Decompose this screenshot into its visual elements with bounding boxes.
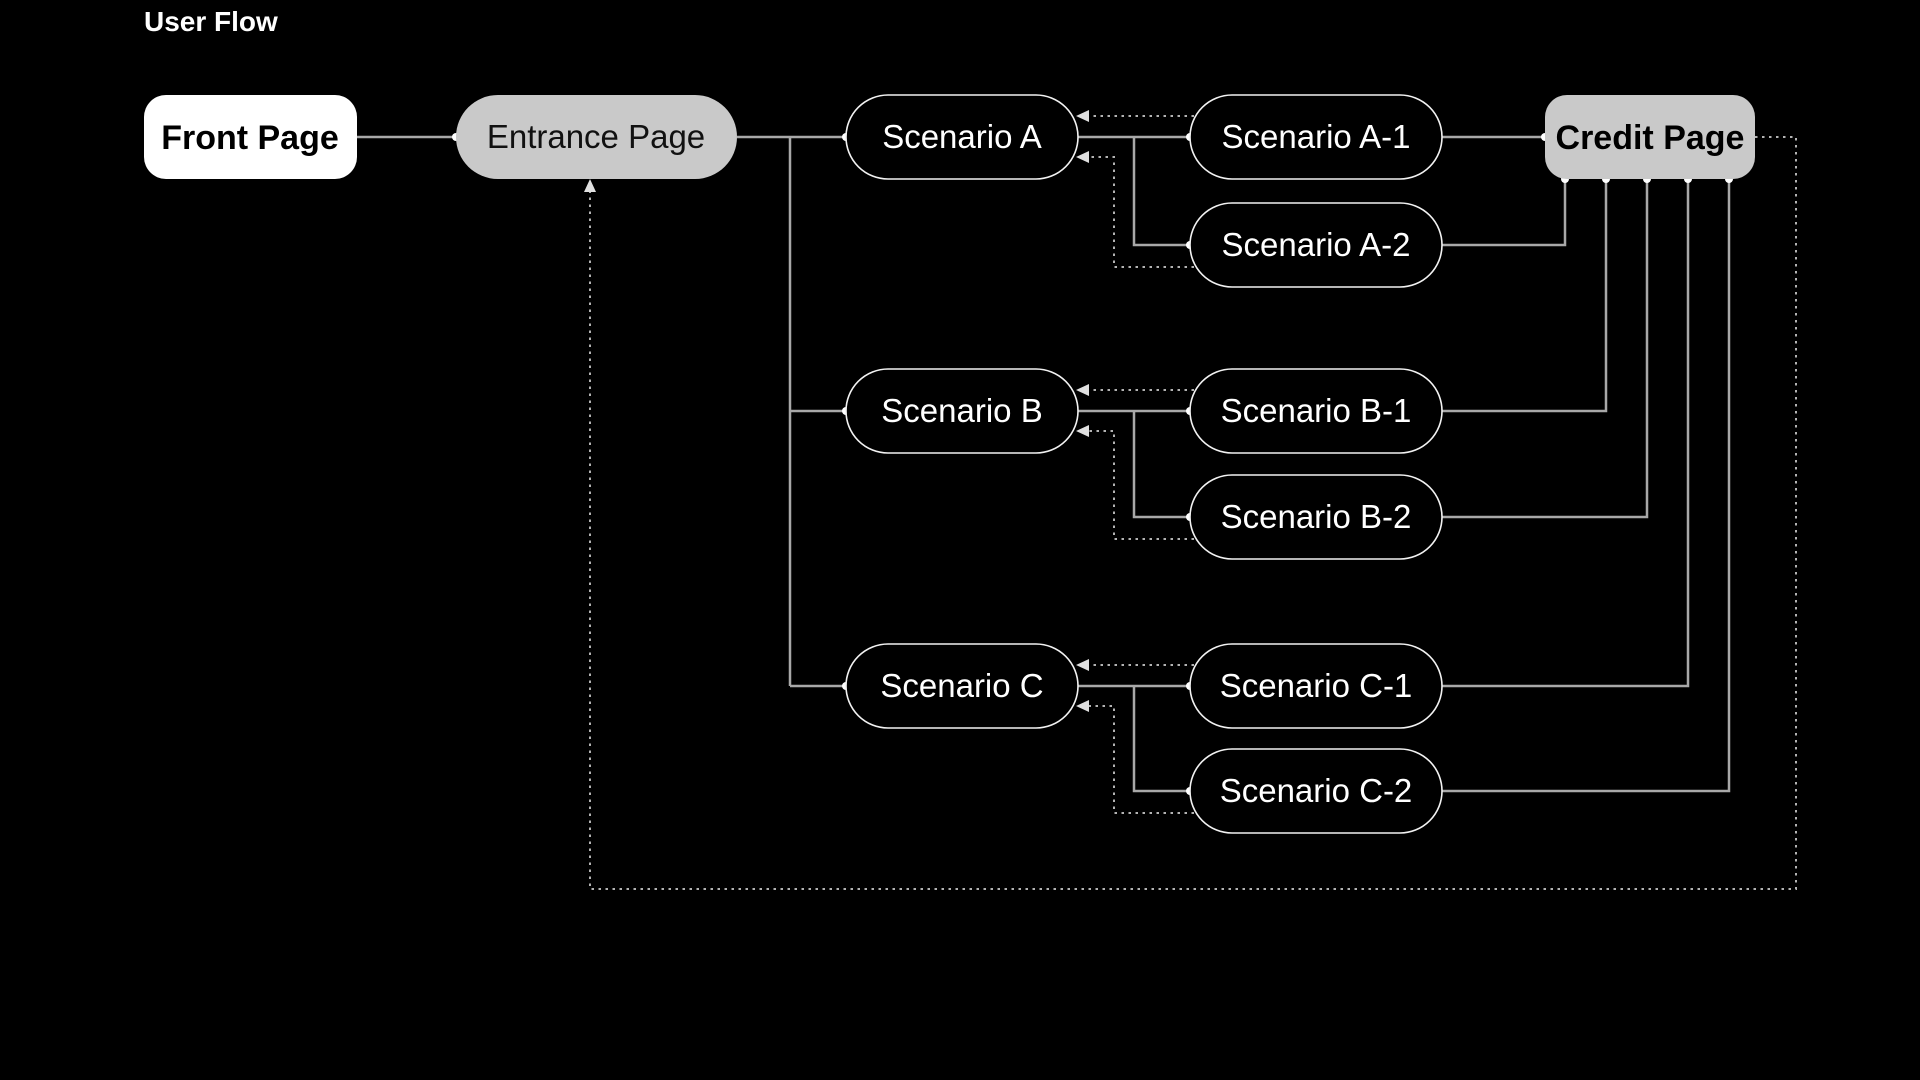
scenario-b1-label: Scenario B-1 [1221, 392, 1412, 429]
node-front-page: Front Page [144, 95, 357, 179]
scenario-c1-label: Scenario C-1 [1220, 667, 1413, 704]
node-entrance-page: Entrance Page [456, 95, 737, 179]
scenario-a2-shape [1189, 202, 1443, 288]
connector-b1-credit [1442, 179, 1608, 413]
connector-a2-credit [1442, 179, 1567, 247]
scenario-c-shape [845, 643, 1079, 729]
scenario-c-label: Scenario C [880, 667, 1043, 704]
scenario-b2-shape [1189, 474, 1443, 560]
scenario-a1-shape [1189, 94, 1443, 180]
solid-connectors [357, 135, 1731, 793]
scenario-c2-label: Scenario C-2 [1220, 772, 1413, 809]
node-scenario-b1: Scenario B-1 [1189, 368, 1443, 454]
scenario-c1-shape [1189, 643, 1443, 729]
node-scenario-c1: Scenario C-1 [1189, 643, 1443, 729]
arrowhead-into-scenario-a-top [1076, 110, 1089, 122]
return-credit-entrance [589, 136, 1797, 890]
node-scenario-a: Scenario A [845, 94, 1079, 180]
junction-dots [452, 133, 1733, 795]
node-scenario-c: Scenario C [845, 643, 1079, 729]
connector-b-b2 [1132, 411, 1190, 519]
scenario-c2-shape [1189, 748, 1443, 834]
arrowhead-into-scenario-b-top [1076, 384, 1089, 396]
node-scenario-b: Scenario B [845, 368, 1079, 454]
scenario-a2-label: Scenario A-2 [1222, 226, 1411, 263]
arrowhead-into-scenario-c-top [1076, 659, 1089, 671]
connector-b2-credit [1442, 179, 1649, 519]
scenario-b2-label: Scenario B-2 [1221, 498, 1412, 535]
page-title: User Flow [144, 6, 278, 37]
dotted-connectors [589, 115, 1797, 890]
arrowhead-into-scenario-a-bottom [1076, 151, 1089, 163]
credit-page-shape [1545, 95, 1755, 179]
connector-c2-credit [1442, 179, 1731, 793]
connector-a-a2 [1132, 137, 1190, 247]
entrance-page-shape [456, 95, 737, 179]
arrowheads [584, 110, 1089, 712]
entrance-page-label: Entrance Page [487, 118, 705, 155]
return-b2-b [1086, 430, 1194, 540]
node-scenario-b2: Scenario B-2 [1189, 474, 1443, 560]
node-scenario-c2: Scenario C-2 [1189, 748, 1443, 834]
node-scenario-a1: Scenario A-1 [1189, 94, 1443, 180]
front-page-shape [144, 95, 357, 179]
scenario-b-label: Scenario B [881, 392, 1042, 429]
scenario-b-shape [845, 368, 1079, 454]
return-a2-a [1086, 156, 1194, 268]
front-page-label: Front Page [161, 119, 339, 157]
connector-c1-credit [1442, 179, 1690, 688]
node-scenario-a2: Scenario A-2 [1189, 202, 1443, 288]
arrowhead-into-scenario-c-bottom [1076, 700, 1089, 712]
node-credit-page: Credit Page [1545, 95, 1755, 179]
arrowhead-into-scenario-b-bottom [1076, 425, 1089, 437]
return-c2-c [1086, 705, 1194, 814]
scenario-a-label: Scenario A [882, 118, 1042, 155]
credit-page-label: Credit Page [1556, 119, 1745, 157]
scenario-a-shape [845, 94, 1079, 180]
arrowhead-into-entrance-bottom [584, 179, 596, 192]
scenario-b1-shape [1189, 368, 1443, 454]
scenario-a1-label: Scenario A-1 [1222, 118, 1411, 155]
connector-c-c2 [1132, 686, 1190, 793]
